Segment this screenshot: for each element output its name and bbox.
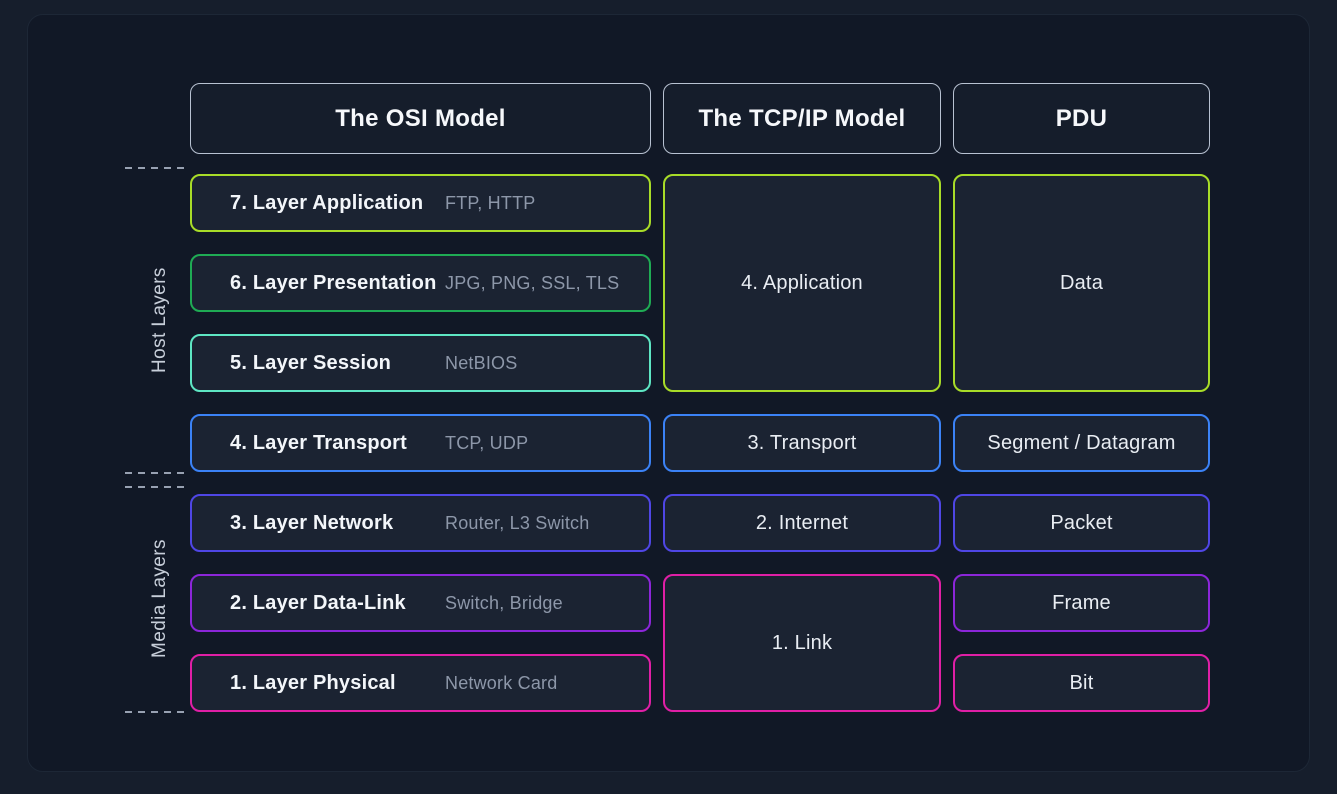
pdu-data: Data [953,174,1210,392]
osi-layer-1-physical: 1. Layer Physical Network Card [190,654,651,712]
osi-layer-name: 6. Layer Presentation [230,271,437,294]
pdu-packet: Packet [953,494,1210,552]
osi-layer-4-transport: 4. Layer Transport TCP, UDP [190,414,651,472]
tcpip-model-header: The TCP/IP Model [663,83,941,154]
pdu-label: Data [1059,271,1104,294]
osi-layer-examples: FTP, HTTP [445,192,536,213]
osi-layer-examples: JPG, PNG, SSL, TLS [445,272,620,293]
media-layers-label: Media Layers [149,539,170,659]
pdu-label: Bit [1069,671,1094,694]
osi-model-header: The OSI Model [190,83,651,154]
dashed-separator-media-start [125,486,188,488]
pdu-label: Packet [1050,511,1113,534]
pdu-label: Frame [1052,591,1111,614]
osi-layer-7-application: 7. Layer Application FTP, HTTP [190,174,651,232]
tcpip-layer-label: 1. Link [771,631,833,654]
osi-layer-6-presentation: 6. Layer Presentation JPG, PNG, SSL, TLS [190,254,651,312]
osi-model-header-label: The OSI Model [335,104,506,132]
tcpip-layer-label: 3. Transport [747,431,857,454]
tcpip-layer-label: 4. Application [741,271,863,294]
osi-layer-name: 3. Layer Network [230,511,394,534]
osi-layer-name: 5. Layer Session [230,351,392,374]
pdu-header-label: PDU [1055,104,1108,132]
pdu-segment-datagram: Segment / Datagram [953,414,1210,472]
tcpip-layer-label: 2. Internet [755,511,849,534]
tcpip-layer-4-application: 4. Application [663,174,941,392]
pdu-header: PDU [953,83,1210,154]
osi-layer-examples: TCP, UDP [445,432,529,453]
comparison-grid: The OSI Model The TCP/IP Model PDU 7. La… [190,83,1210,712]
osi-layer-name: 7. Layer Application [230,191,424,214]
osi-layer-5-session: 5. Layer Session NetBIOS [190,334,651,392]
osi-layer-examples: Network Card [445,672,558,693]
tcpip-layer-1-link: 1. Link [663,574,941,712]
dashed-separator-host-end [125,472,188,474]
osi-layer-name: 1. Layer Physical [230,671,396,694]
osi-layer-name: 4. Layer Transport [230,431,407,454]
tcpip-layer-2-internet: 2. Internet [663,494,941,552]
osi-layer-name: 2. Layer Data-Link [230,591,406,614]
dashed-separator-bottom [125,711,188,713]
osi-layer-examples: Switch, Bridge [445,592,563,613]
pdu-frame: Frame [953,574,1210,632]
pdu-bit: Bit [953,654,1210,712]
pdu-label: Segment / Datagram [987,431,1176,454]
osi-layer-examples: Router, L3 Switch [445,512,590,533]
osi-layer-3-network: 3. Layer Network Router, L3 Switch [190,494,651,552]
tcpip-model-header-label: The TCP/IP Model [698,104,906,132]
tcpip-layer-3-transport: 3. Transport [663,414,941,472]
osi-layer-examples: NetBIOS [445,352,518,373]
host-layers-label: Host Layers [149,267,170,374]
dashed-separator-top [125,167,188,169]
osi-layer-2-data-link: 2. Layer Data-Link Switch, Bridge [190,574,651,632]
